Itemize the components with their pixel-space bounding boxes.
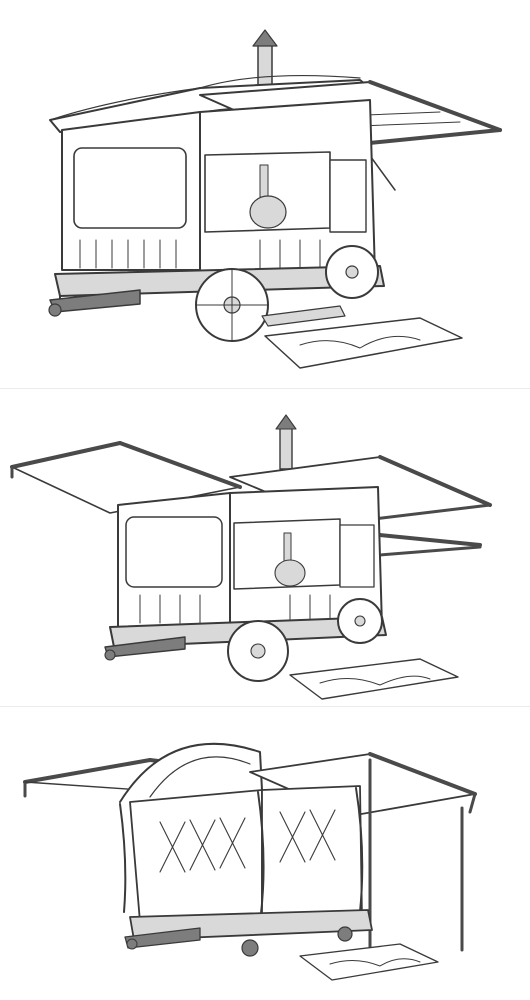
stove-icon <box>274 532 306 587</box>
wagon-closed-panel <box>0 0 530 380</box>
wagon-closed-drawing <box>48 29 502 369</box>
panel-separator <box>0 706 530 707</box>
wagon-frame-canopy-panel <box>0 712 530 1000</box>
wheel-icon <box>337 598 383 644</box>
wheel-icon <box>195 268 269 342</box>
chimney-icon <box>275 414 297 470</box>
panel-separator <box>0 388 530 389</box>
wagon-frame-canopy-drawing <box>23 742 477 981</box>
stove-icon <box>249 164 287 229</box>
wagon-awnings-open-drawing <box>10 414 492 700</box>
wheel-icon <box>241 939 259 957</box>
chimney-icon <box>252 29 278 91</box>
wagon-awnings-open-panel <box>0 395 530 705</box>
wheel-icon <box>337 926 353 942</box>
wheel-icon <box>325 245 379 299</box>
wheel-icon <box>227 620 289 682</box>
